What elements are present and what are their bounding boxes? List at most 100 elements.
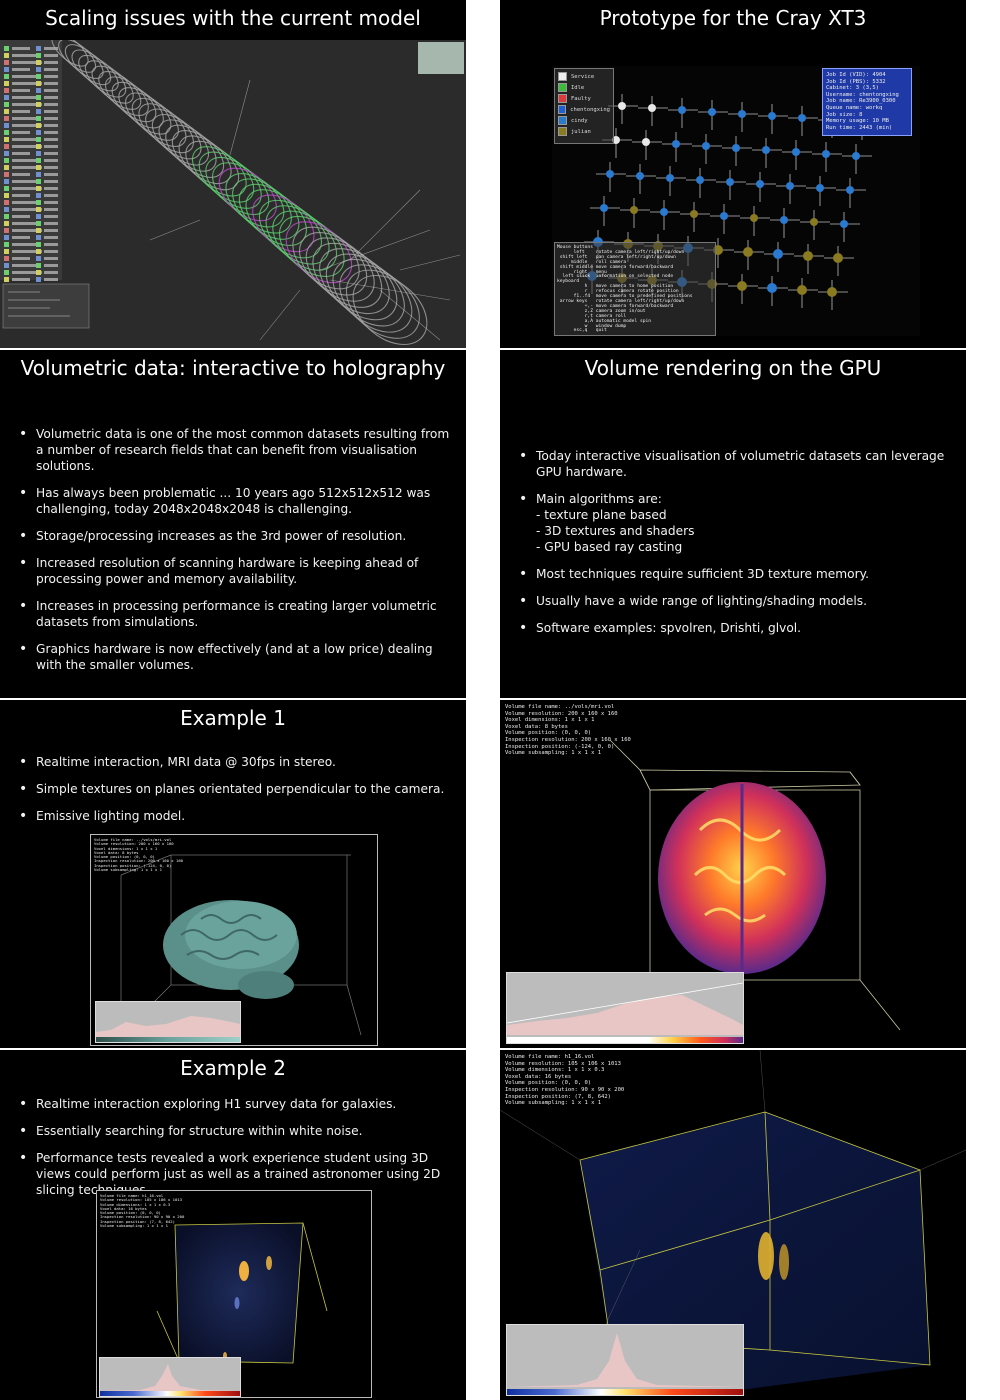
node-dot xyxy=(750,214,758,222)
slide-example-2: Example 2 Realtime interaction exploring… xyxy=(0,1050,466,1400)
node-swatch xyxy=(36,249,41,254)
node-swatch xyxy=(4,214,9,219)
bullet-item: Has always been problematic ... 10 years… xyxy=(18,485,450,517)
volume-info-text: Volume file name: h1_16.vol Volume resol… xyxy=(100,1193,185,1229)
legend-item: Idle xyxy=(558,82,610,93)
volume-info-text: Volume file name: h1_16.vol Volume resol… xyxy=(505,1054,625,1107)
slide-scaling-issues: Scaling issues with the current model xyxy=(0,0,466,348)
node-swatch xyxy=(36,270,41,275)
node-dot xyxy=(773,249,783,259)
node-swatch xyxy=(4,88,9,93)
legend-swatch xyxy=(558,83,567,92)
node-swatch xyxy=(4,207,9,212)
node-dot xyxy=(780,216,788,224)
mouse-help-panel: Mouse buttons left rotate camera left/ri… xyxy=(554,242,716,336)
node-label-bar xyxy=(12,208,42,211)
node-swatch xyxy=(36,207,41,212)
node-label-bar xyxy=(12,145,42,148)
node-swatch xyxy=(36,144,41,149)
node-label-bar xyxy=(12,257,30,260)
node-swatch xyxy=(4,67,9,72)
node-dot xyxy=(702,142,710,150)
node-dot xyxy=(630,206,638,214)
node-swatch xyxy=(36,151,41,156)
node-label-bar xyxy=(12,173,30,176)
slide-title: Example 2 xyxy=(180,1056,286,1080)
node-label-bar xyxy=(12,47,30,50)
bullet-item: Realtime interaction exploring H1 survey… xyxy=(18,1096,450,1112)
node-swatch xyxy=(36,277,41,282)
job-info-text: Job Id (VID): 4904 Job Id (PBS): 5332 Ca… xyxy=(826,72,899,131)
node-label-bar xyxy=(44,131,58,134)
node-label-bar xyxy=(44,152,58,155)
node-label-bar xyxy=(12,138,36,141)
node-swatch xyxy=(4,116,9,121)
node-swatch xyxy=(4,235,9,240)
node-label-bar xyxy=(44,236,58,239)
node-label-bar xyxy=(12,124,42,127)
color-bar xyxy=(100,1391,240,1396)
node-label-bar xyxy=(44,89,58,92)
node-swatch xyxy=(4,130,9,135)
scaling-visualisation xyxy=(0,40,466,348)
node-label-bar xyxy=(44,215,58,218)
bullet-item: Main algorithms are: - texture plane bas… xyxy=(518,491,950,555)
node-swatch xyxy=(36,109,41,114)
slide-title: Example 1 xyxy=(180,706,286,730)
node-dot xyxy=(612,136,620,144)
legend-item: chentongxing xyxy=(558,104,610,115)
node-swatch xyxy=(36,193,41,198)
transfer-function-histogram xyxy=(506,972,744,1044)
galaxy-render-view: Volume file name: h1_16.vol Volume resol… xyxy=(96,1190,372,1398)
node-swatch xyxy=(36,158,41,163)
legend-swatch xyxy=(558,105,567,114)
node-swatch xyxy=(36,67,41,72)
node-dot xyxy=(726,178,734,186)
node-dot xyxy=(696,176,704,184)
node-dot xyxy=(720,212,728,220)
slide-title: Prototype for the Cray XT3 xyxy=(599,6,867,30)
node-label-bar xyxy=(12,236,30,239)
node-dot xyxy=(738,110,746,118)
node-swatch xyxy=(36,200,41,205)
node-label-bar xyxy=(44,61,58,64)
node-label-bar xyxy=(44,201,58,204)
node-label-bar xyxy=(44,194,58,197)
node-label-bar xyxy=(44,264,58,267)
node-dot xyxy=(803,251,813,261)
node-label-bar xyxy=(12,243,36,246)
transfer-function-histogram xyxy=(95,1001,241,1043)
node-label-bar xyxy=(44,278,58,281)
node-swatch xyxy=(4,277,9,282)
node-swatch xyxy=(4,46,9,51)
node-dot xyxy=(708,108,716,116)
legend-item: Faulty xyxy=(558,93,610,104)
bullet-item: Increased resolution of scanning hardwar… xyxy=(18,555,450,587)
slide-title: Volume rendering on the GPU xyxy=(584,356,882,380)
node-swatch xyxy=(4,221,9,226)
node-swatch xyxy=(4,263,9,268)
histogram-curve xyxy=(507,1333,743,1387)
node-label-bar xyxy=(44,173,58,176)
node-list-panel xyxy=(4,46,58,282)
node-label-bar xyxy=(12,215,30,218)
node-swatch xyxy=(36,179,41,184)
node-dot xyxy=(833,253,843,263)
node-dot xyxy=(600,204,608,212)
node-label-bar xyxy=(44,208,58,211)
bullet-list: Volumetric data is one of the most commo… xyxy=(18,426,450,684)
node-swatch xyxy=(4,137,9,142)
node-dot xyxy=(642,138,650,146)
node-dot xyxy=(636,172,644,180)
node-swatch xyxy=(36,221,41,226)
node-dot xyxy=(732,144,740,152)
node-label-bar xyxy=(44,271,58,274)
node-swatch xyxy=(36,137,41,142)
coil-tube xyxy=(51,40,428,346)
node-dot xyxy=(840,220,848,228)
node-dot xyxy=(797,285,807,295)
mouse-help-text: Mouse buttons left rotate camera left/ri… xyxy=(557,245,693,334)
node-dot xyxy=(792,148,800,156)
node-swatch xyxy=(4,60,9,65)
